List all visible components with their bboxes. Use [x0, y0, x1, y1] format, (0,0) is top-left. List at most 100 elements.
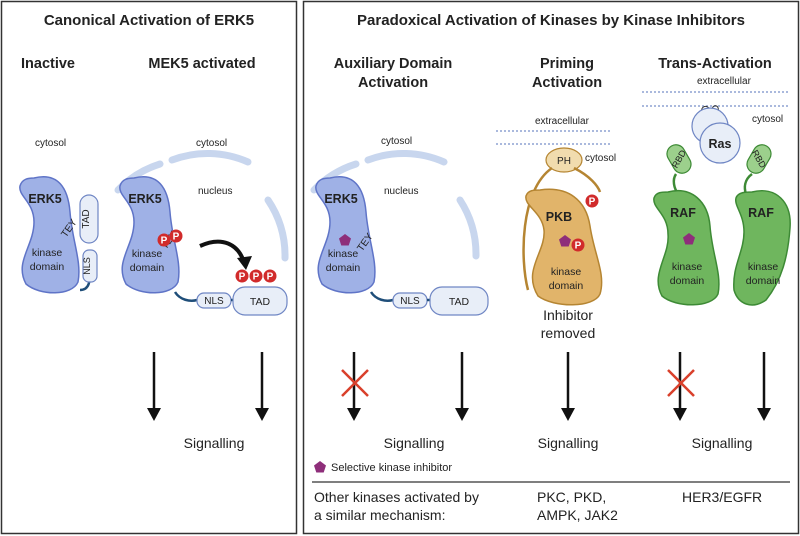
trans-raf1-kinase-shape — [653, 190, 720, 306]
inactive-tad-label: TAD — [81, 209, 92, 228]
activated-phospho-2-label: P — [173, 232, 180, 243]
activated-erk5-name: ERK5 — [128, 192, 161, 206]
aux-nuclear-envelope-right — [456, 196, 480, 260]
priming-note-line1: Inhibitor — [543, 307, 593, 323]
aux-nls-label: NLS — [400, 296, 420, 307]
arrowhead-trans-raf2 — [757, 408, 771, 421]
activated-erk5-kinase-shape — [119, 176, 180, 294]
signalling-priming: Signalling — [538, 435, 599, 451]
inactive-heading: Inactive — [21, 56, 75, 72]
aux-tad-box — [429, 286, 489, 316]
aux-tad-label: TAD — [449, 296, 470, 308]
priming-kinase-line2: domain — [549, 280, 584, 292]
footer-priming-line2: AMPK, JAK2 — [537, 507, 618, 523]
left-panel-title: Canonical Activation of ERK5 — [44, 12, 254, 29]
inactive-kinase-line1: kinase — [32, 247, 63, 259]
priming-phospho-2-label: P — [575, 241, 582, 252]
mek5-activated-heading: MEK5 activated — [148, 56, 255, 72]
activated-phospho-2 — [169, 229, 183, 243]
aux-kinase-line2: domain — [326, 262, 361, 274]
activated-nuclear-envelope-top — [168, 149, 252, 166]
trans-rbd-right-box — [746, 144, 772, 174]
inactive-erk5-name: ERK5 — [28, 192, 61, 206]
priming-heading-line2: Activation — [532, 75, 602, 91]
inactive-erk5-kinase-shape — [19, 176, 80, 294]
footer-trans-line1: HER3/EGFR — [682, 489, 762, 505]
arrowhead-priming — [561, 408, 575, 421]
inactive-nls-label: NLS — [82, 257, 92, 275]
activated-tad-phospho-1 — [235, 269, 249, 283]
inactive-tad-box — [79, 194, 99, 244]
priming-linker-left — [522, 166, 553, 291]
trans-ras-shape — [699, 122, 741, 164]
legend-inhibitor-icon — [314, 461, 326, 473]
priming-linker-right — [573, 166, 602, 193]
trans-raf1-kinase-line1: kinase — [672, 261, 703, 273]
priming-pkb-name: PKB — [546, 210, 572, 224]
priming-ph-label: PH — [557, 156, 571, 167]
inactive-nls-box — [82, 249, 98, 283]
aux-linker-1 — [369, 291, 394, 302]
trans-cytosol-label: cytosol — [752, 114, 783, 125]
activated-tad-phospho-2-label: P — [253, 272, 260, 283]
trans-raf1-kinase-line2: domain — [670, 275, 705, 287]
footer-label-line1: Other kinases activated by — [314, 489, 479, 505]
priming-phospho-2 — [571, 238, 585, 252]
trans-membrane-lines — [642, 91, 790, 107]
right-panel-title: Paradoxical Activation of Kinases by Kin… — [357, 12, 745, 29]
trans-raf2-kinase-shape — [733, 190, 791, 306]
aux-kinase-line1: kinase — [328, 248, 359, 260]
trans-rbd-left-box — [666, 144, 692, 174]
activated-nucleus-label: nucleus — [198, 186, 232, 197]
activated-phospho-1 — [157, 233, 171, 247]
arrowhead-aux-tad — [455, 408, 469, 421]
activated-phospho-1-label: P — [161, 236, 168, 247]
aux-inhibitor-pentagon — [339, 234, 351, 246]
priming-extracellular-label: extracellular — [535, 116, 590, 127]
activated-cytosol-label: cytosol — [196, 138, 227, 149]
trans-heading: Trans-Activation — [658, 56, 772, 72]
priming-heading-line1: Priming — [540, 56, 594, 72]
arrowhead-trans-raf1 — [673, 408, 687, 421]
priming-ph-domain — [545, 147, 583, 173]
arrowhead-aux-kinase — [347, 408, 361, 421]
activated-tad-box — [232, 286, 288, 316]
left-panel-frame — [0, 0, 298, 535]
priming-cytosol-label: cytosol — [585, 153, 616, 164]
right-panel-frame — [302, 0, 800, 535]
priming-kinase-line1: kinase — [551, 266, 582, 278]
activated-tad-label: TAD — [250, 296, 271, 308]
priming-note-line2: removed — [541, 325, 595, 341]
trans-ras-label: Ras — [709, 137, 732, 151]
activated-linker-1 — [173, 291, 198, 302]
trans-raf2-name: RAF — [748, 206, 774, 220]
aux-erk5-name: ERK5 — [324, 192, 357, 206]
activated-tad-phospho-2 — [249, 269, 263, 283]
trans-extracellular-label: extracellular — [697, 76, 752, 87]
legend-inhibitor-label: Selective kinase inhibitor — [331, 462, 452, 474]
activated-tad-phospho-3 — [263, 269, 277, 283]
activated-nls-label: NLS — [204, 296, 224, 307]
signalling-auxiliary: Signalling — [384, 435, 445, 451]
signalling-left: Signalling — [184, 435, 245, 451]
aux-nucleus-label: nucleus — [384, 186, 418, 197]
arrowhead-activated-kinase — [147, 408, 161, 421]
aux-cytosol-label: cytosol — [381, 136, 412, 147]
signalling-trans: Signalling — [692, 435, 753, 451]
activated-kinase-line1: kinase — [132, 248, 163, 260]
priming-membrane-lines — [496, 130, 610, 145]
priming-phospho-1-label: P — [589, 197, 596, 208]
auxiliary-heading-line1: Auxiliary Domain — [334, 56, 452, 72]
aux-block-cross — [341, 369, 369, 397]
trans-inhibitor-pentagon — [683, 233, 695, 245]
priming-phospho-1 — [585, 194, 599, 208]
priming-inhibitor-pentagon — [559, 235, 571, 247]
activated-phosphorylation-arrow — [199, 239, 246, 263]
trans-raf2-kinase-line1: kinase — [748, 261, 779, 273]
trans-raf2-linker — [743, 173, 753, 195]
trans-block-cross — [667, 369, 695, 397]
activated-kinase-line2: domain — [130, 262, 165, 274]
activated-nuclear-envelope-right — [264, 196, 289, 262]
trans-raf2-kinase-line2: domain — [746, 275, 781, 287]
